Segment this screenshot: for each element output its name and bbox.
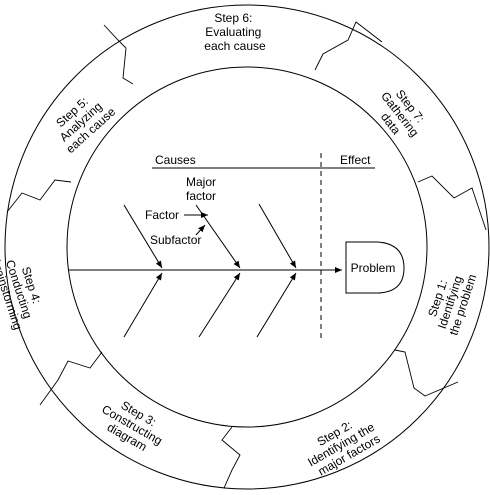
fishbone: Causes Effect Major factor Factor Subfac…	[68, 153, 405, 338]
bottom-bone-1	[123, 272, 163, 338]
divider-step2-step3	[221, 426, 241, 489]
step3-label: Step 3: Constructing diagram	[93, 391, 174, 461]
top-bone-2	[195, 204, 241, 269]
outer-ring	[4, 4, 490, 490]
ring-dividers	[6, 21, 487, 489]
step7-label: Step 7: Gathering data	[368, 81, 434, 150]
step5-label: Step 5: Analyzing each cause	[46, 85, 119, 156]
major-factor-label: Major factor	[186, 175, 219, 203]
effect-label: Effect	[340, 153, 371, 167]
bottom-bone-3	[256, 272, 297, 338]
top-bone-3	[258, 203, 297, 269]
bottom-bone-2	[198, 272, 241, 338]
divider-step5-step6	[103, 24, 134, 85]
problem-box	[345, 241, 405, 294]
problem-label: Problem	[351, 261, 396, 275]
top-bone-1	[123, 204, 163, 269]
divider-step6-step7	[314, 21, 383, 71]
factor-label: Factor	[145, 208, 179, 222]
inner-ring	[66, 66, 428, 428]
divider-step1-step2	[394, 349, 459, 397]
step1-label: Step 1: Identifying the problem	[422, 264, 480, 337]
subfactor-label: Subfactor	[150, 233, 201, 247]
causes-label: Causes	[155, 153, 196, 167]
step6-label: Step 6: Evaluating each cause	[204, 11, 266, 53]
divider-step7-step1	[417, 175, 487, 231]
divider-step4-step5	[6, 179, 72, 213]
step4-label: Step 4: Conducting brainstorming	[0, 250, 50, 332]
divider-step3-step4	[39, 351, 103, 406]
subfactor-arrow	[195, 224, 206, 236]
